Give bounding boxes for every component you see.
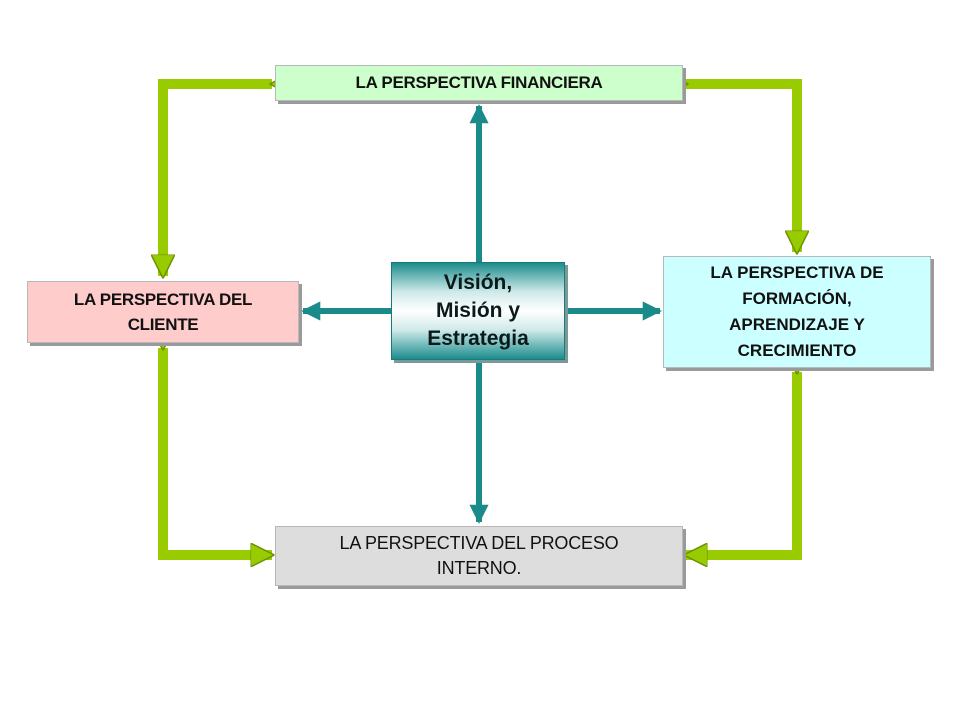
process-line: INTERNO. bbox=[436, 558, 522, 578]
learning-line: LA PERSPECTIVA DE bbox=[710, 263, 884, 282]
center-line: Misión y bbox=[435, 299, 520, 322]
customer-perspective-box: LA PERSPECTIVA DEL CLIENTE bbox=[27, 281, 299, 343]
customer-line: LA PERSPECTIVA DEL bbox=[73, 290, 253, 309]
learning-growth-perspective-box: LA PERSPECTIVA DE FORMACIÓN, APRENDIZAJE… bbox=[663, 256, 931, 368]
center-line: Visión, bbox=[443, 271, 513, 294]
internal-process-perspective-box: LA PERSPECTIVA DEL PROCESO INTERNO. bbox=[275, 526, 683, 586]
financial-line: LA PERSPECTIVA FINANCIERA bbox=[355, 73, 603, 92]
learning-line: CRECIMIENTO bbox=[737, 341, 857, 360]
customer-line: CLIENTE bbox=[127, 315, 199, 334]
green-arrow-learning-process bbox=[686, 372, 797, 555]
green-arrow-customer-process bbox=[163, 348, 272, 555]
learning-line: FORMACIÓN, bbox=[742, 289, 852, 308]
process-line: LA PERSPECTIVA DEL PROCESO bbox=[339, 533, 619, 553]
center-line: Estrategia bbox=[427, 327, 529, 350]
green-arrow-financial-learning bbox=[686, 84, 797, 252]
financial-perspective-box: LA PERSPECTIVA FINANCIERA bbox=[275, 65, 683, 101]
green-arrow-financial-customer bbox=[163, 84, 272, 276]
learning-line: APRENDIZAJE Y bbox=[729, 315, 865, 334]
vision-mission-strategy-box: Visión, Misión y Estrategia bbox=[391, 262, 565, 360]
